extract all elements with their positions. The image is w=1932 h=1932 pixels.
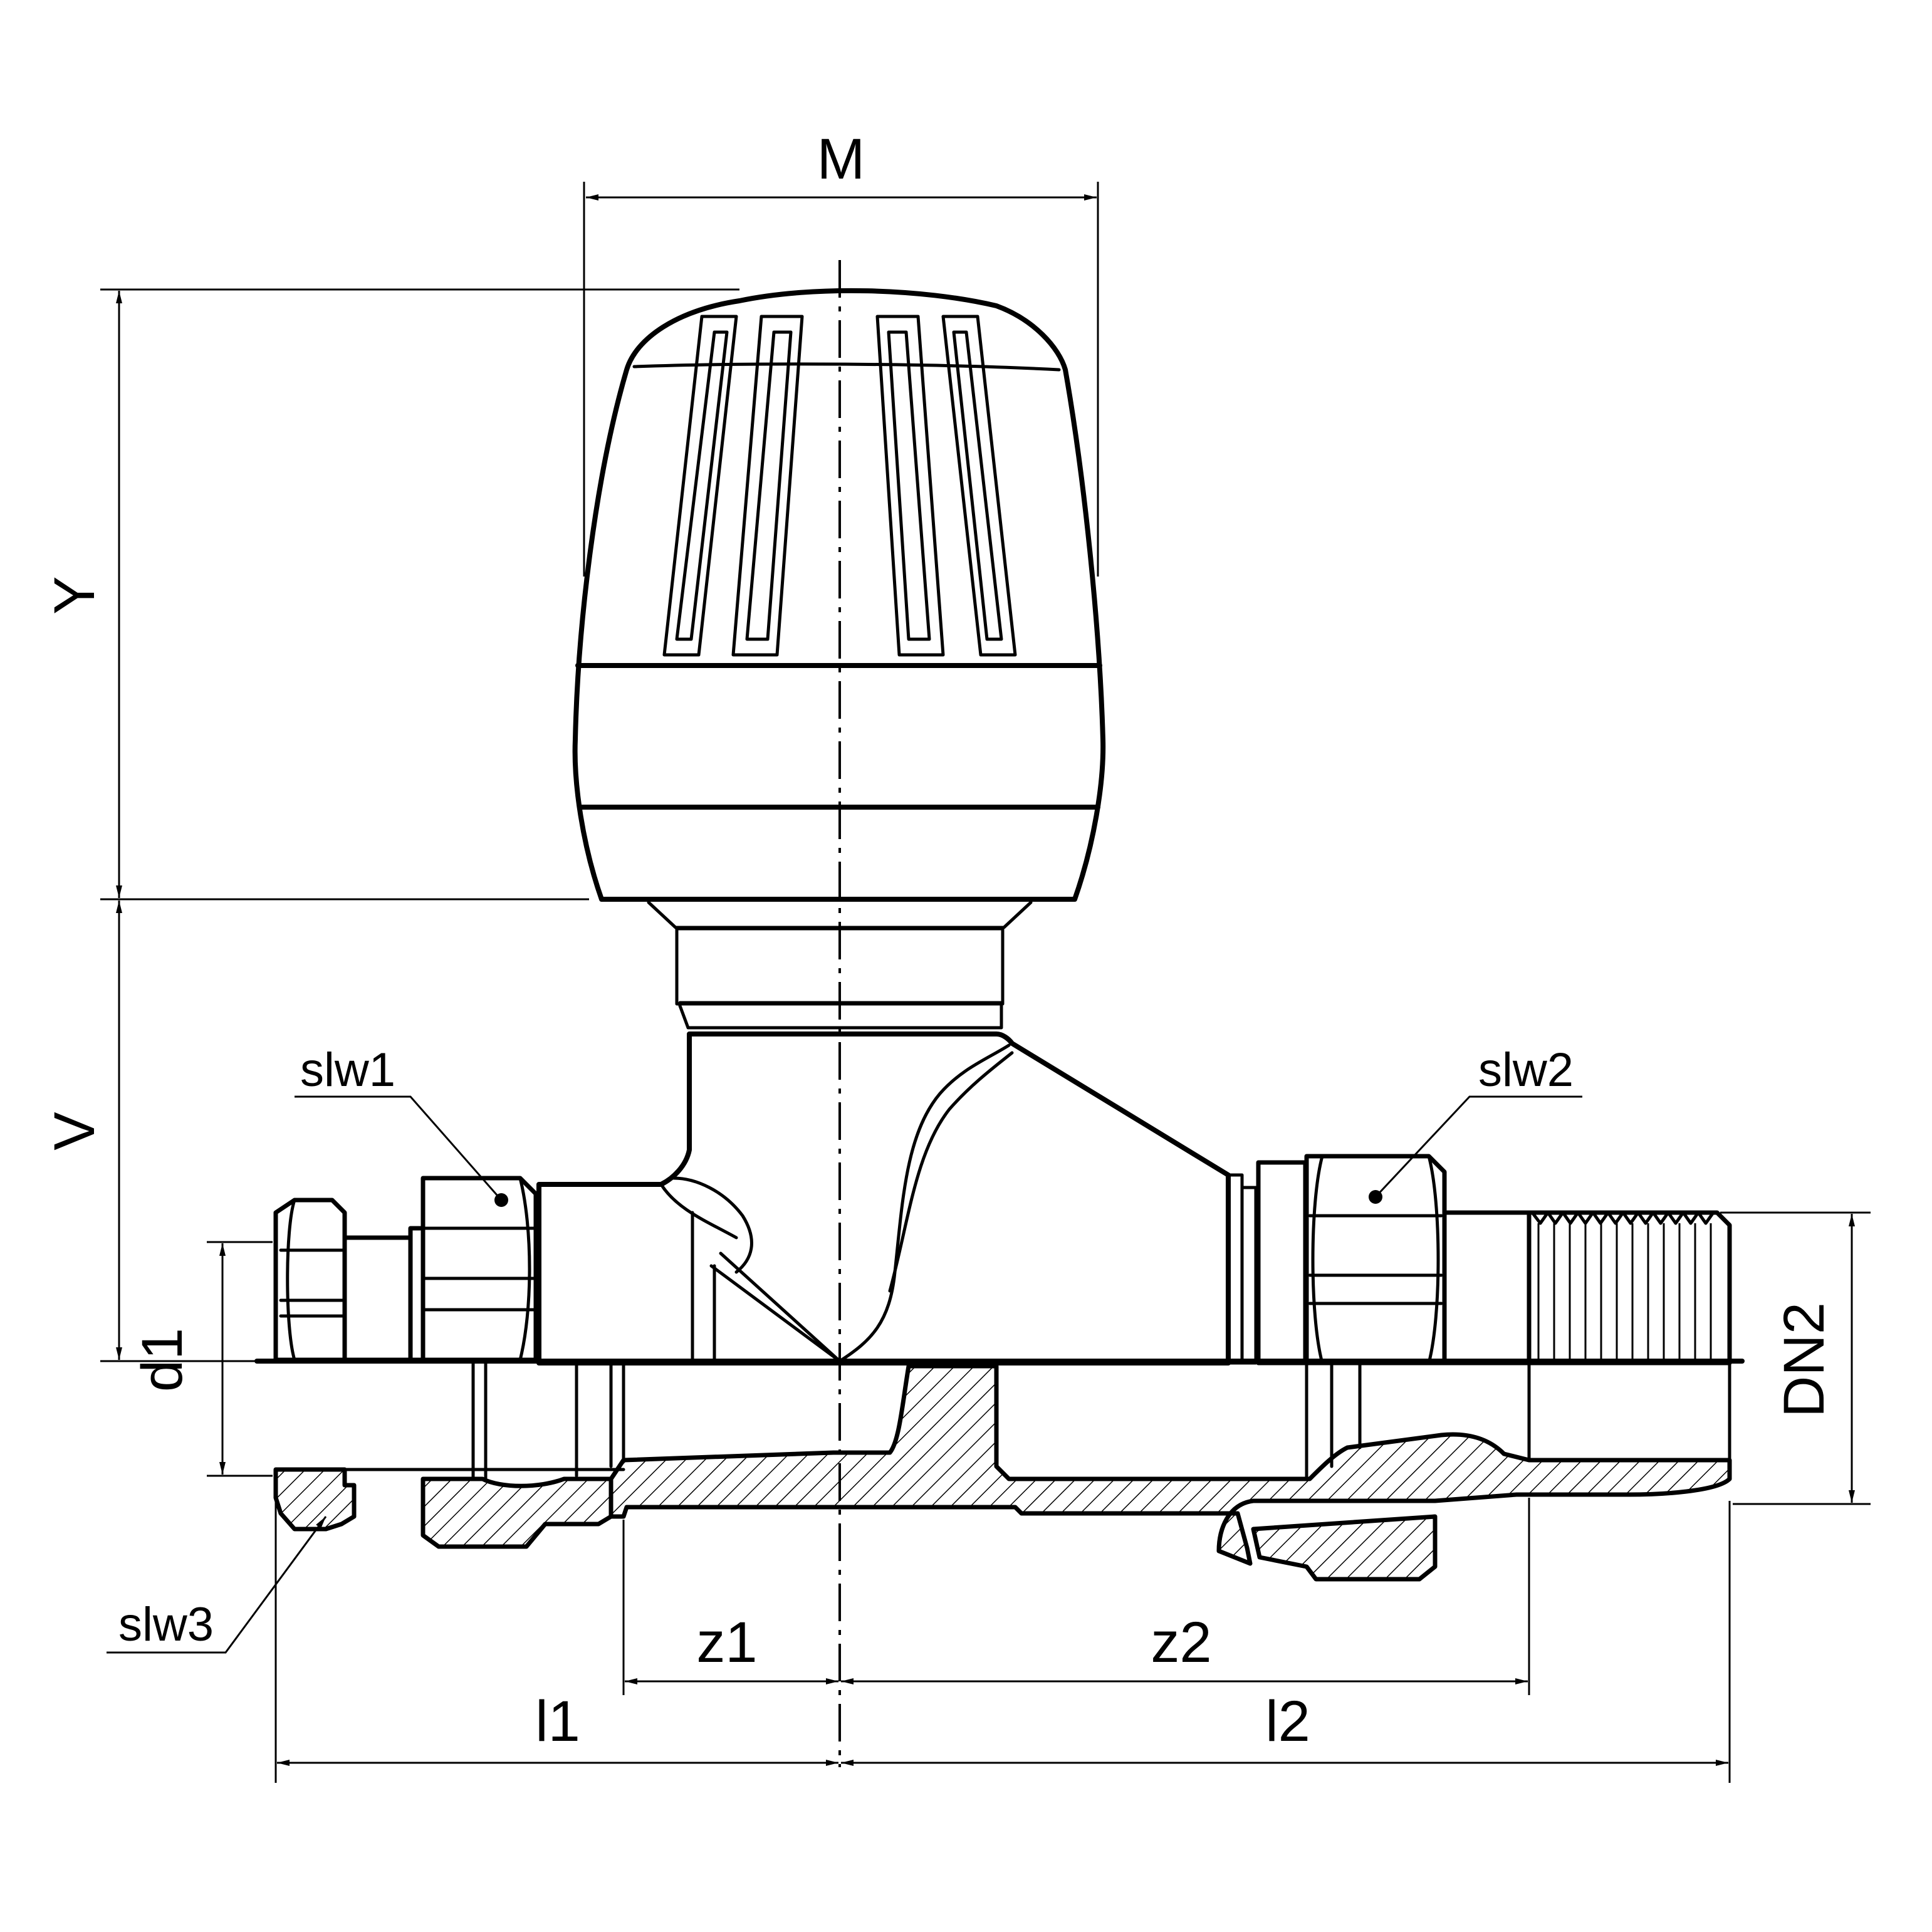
thread-teeth [1530,1211,1715,1225]
dim-label-l1: l1 [535,1689,580,1753]
callout-slw2-leader [1374,1095,1582,1198]
right-nut-face-left [1311,1154,1324,1365]
valve-seat-cone-right [838,1043,1011,1363]
dim-label-l2: l2 [1265,1689,1310,1753]
callout-slw2: slw2 [1478,1043,1574,1097]
dim-label-m: M [817,127,865,191]
right-nut-face-right [1427,1154,1440,1365]
dim-label-z1: z1 [696,1611,757,1674]
callouts: slw1 slw2 slw3 [107,1043,1582,1654]
right-thread-body [1527,1210,1732,1365]
grip-rib-3-inner [887,330,931,641]
union-nut-slw2 [1304,1154,1447,1365]
left-pipe-stub [342,1235,413,1362]
section-view [273,1361,1732,1582]
dim-label-dn2: DN2 [1772,1302,1836,1418]
union-nut-face [518,1176,531,1362]
valve-seat-cone-right-2 [888,1051,1014,1293]
callout-slw1: slw1 [300,1043,395,1097]
section-main-body [608,1364,1732,1566]
grip-ribs [662,315,1017,657]
section-end-cap [273,1467,357,1532]
grip-rib-1 [662,315,738,657]
union-nut-slw1 [420,1176,538,1362]
grip-rib-3 [875,315,945,657]
head-outline [572,288,1106,902]
end-cap-face [286,1198,296,1362]
valve-seat-cone-left [709,1264,842,1363]
dim-label-d1: d1 [130,1328,194,1392]
dim-label-z2: z2 [1151,1611,1211,1674]
right-tailpiece [1442,1210,1532,1365]
valve-body-curve-left [672,1176,753,1274]
valve-body-collar-2 [1240,1186,1258,1365]
section-union-nut [420,1476,614,1549]
valve-body [536,1031,1258,1365]
valve-body-curve-inner [659,1183,738,1240]
head-neck-base [678,1004,1003,1030]
grip-rib-4-inner [952,330,1003,641]
right-union-collar [1256,1160,1308,1365]
grip-rib-2-inner [745,330,793,641]
section-bore-line-2 [622,1451,842,1462]
grip-rib-2 [731,315,804,657]
right-fittings [1256,1154,1732,1365]
grip-rib-4 [941,315,1017,657]
left-fittings [273,1176,538,1362]
dim-label-y: Y [43,576,107,614]
dimensions: M Y V d1 DN2 z1 z2 l1 [43,127,1871,1783]
grip-rib-1-inner [675,330,729,641]
callout-slw3-leader [107,1516,327,1654]
dim-label-v: V [43,1112,107,1150]
head-top-band [632,362,1061,372]
callout-slw3: slw3 [118,1598,214,1651]
section-right-nut [1251,1514,1438,1582]
valve-seat-cone-left-2 [719,1251,842,1363]
callout-slw1-leader [295,1095,503,1201]
